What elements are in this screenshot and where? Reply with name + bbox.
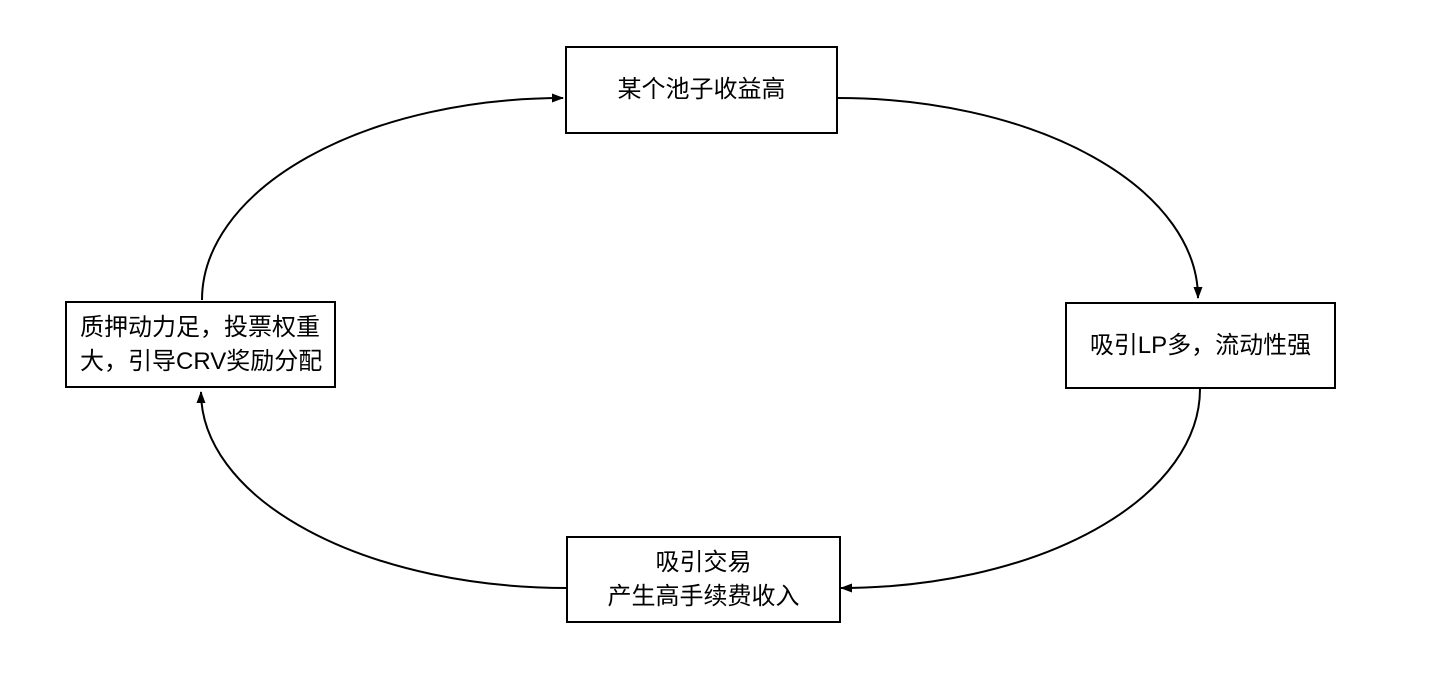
node-pool-high-yield-label: 某个池子收益高: [617, 76, 786, 104]
node-attract-lp-label: 吸引LP多，流动性强: [1089, 331, 1312, 359]
arrow-bottom-to-left: [196, 391, 568, 589]
node-attract-trading: 吸引交易 产生高手续费收入: [566, 536, 841, 623]
node-staking-incentive-label-line1: 质押动力足，投票权重: [80, 314, 320, 342]
arrow-right-to-bottom: [840, 388, 1201, 593]
arrow-top-to-right: [837, 97, 1203, 299]
node-attract-trading-label-line1: 吸引交易: [655, 549, 752, 577]
node-attract-trading-label-line2: 产生高手续费收入: [607, 582, 800, 610]
arrow-left-to-top: [201, 93, 564, 301]
node-staking-incentive: 质押动力足，投票权重 大，引导CRV奖励分配: [65, 301, 336, 388]
node-staking-incentive-label-line2: 大，引导CRV奖励分配: [80, 347, 323, 375]
node-attract-lp: 吸引LP多，流动性强: [1065, 302, 1336, 389]
node-pool-high-yield: 某个池子收益高: [565, 46, 838, 134]
